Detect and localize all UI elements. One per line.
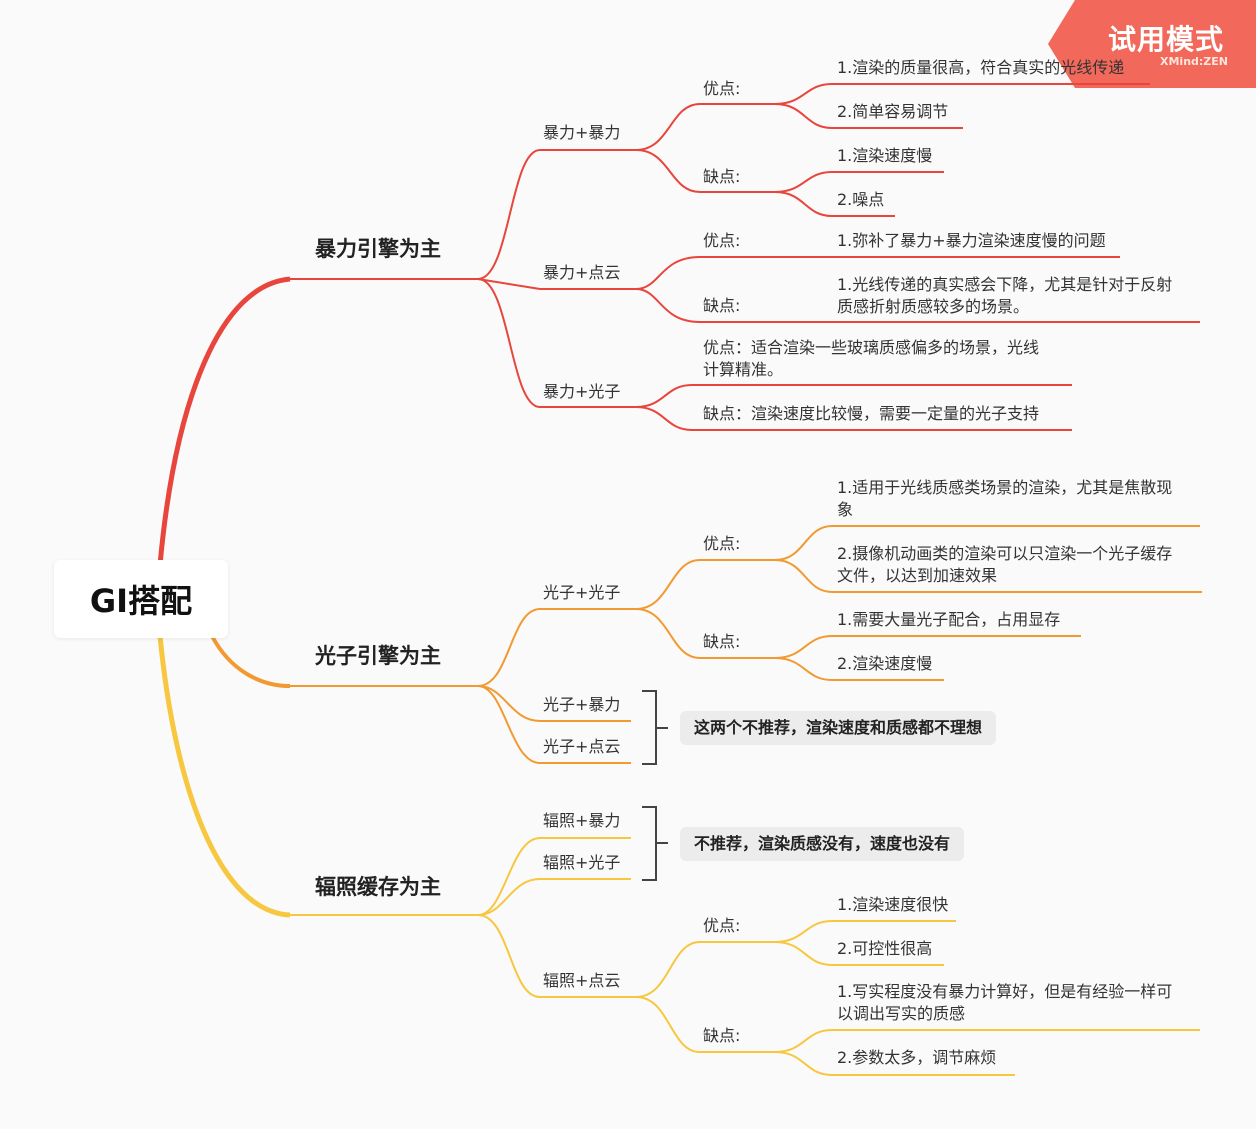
node-bpc-con-1a[interactable]: 1.光线传递的真实感会下降，尤其是针对于反射	[837, 275, 1173, 294]
node-pp-pro-2b[interactable]: 文件，以达到加速效果	[837, 566, 998, 585]
link-root-brute	[157, 276, 291, 566]
summary-photon-not-recommended[interactable]: 这两个不推荐，渲染速度和质感都不理想	[680, 711, 997, 745]
node-bpc-pro-1[interactable]: 1.弥补了暴力+暴力渲染速度慢的问题	[837, 231, 1106, 250]
node-bpc-con-1b[interactable]: 质感折射质感较多的场景。	[837, 297, 1030, 316]
node-pp-pros-label[interactable]: 优点:	[703, 534, 741, 553]
node-bb-con-1[interactable]: 1.渲染速度慢	[837, 146, 933, 165]
node-irr-photon[interactable]: 辐照+光子	[543, 853, 621, 872]
node-bp-pros-a[interactable]: 优点：适合渲染一些玻璃质感偏多的场景，光线	[703, 338, 1040, 357]
node-pp-con-2[interactable]: 2.渲染速度慢	[837, 654, 933, 673]
node-bb-cons-label[interactable]: 缺点:	[703, 167, 741, 186]
node-bb-pro-1[interactable]: 1.渲染的质量很高，符合真实的光线传递	[837, 58, 1125, 77]
node-photon-photon[interactable]: 光子+光子	[543, 583, 621, 602]
branch-photon-engine[interactable]: 光子引擎为主	[315, 644, 441, 668]
node-ipc-con-1a[interactable]: 1.写实程度没有暴力计算好，但是有经验一样可	[837, 982, 1173, 1001]
root-node[interactable]: GI搭配	[54, 560, 228, 638]
summary-bracket-irr	[642, 806, 657, 881]
node-ipc-con-1b[interactable]: 以调出写实的质感	[837, 1004, 966, 1023]
node-ipc-pro-1[interactable]: 1.渲染速度很快	[837, 895, 949, 914]
node-irr-brute[interactable]: 辐照+暴力	[543, 811, 621, 830]
node-brute-pointcloud[interactable]: 暴力+点云	[543, 263, 621, 282]
summary-bracket-photon	[642, 690, 657, 765]
link-root-photon	[210, 635, 291, 688]
node-photon-pointcloud[interactable]: 光子+点云	[543, 737, 621, 756]
node-bpc-pros-label[interactable]: 优点:	[703, 231, 741, 250]
watermark-subtitle: XMind:ZEN	[1160, 55, 1228, 68]
node-bpc-cons-label[interactable]: 缺点:	[703, 296, 741, 315]
node-photon-brute[interactable]: 光子+暴力	[543, 695, 621, 714]
node-brute-photon[interactable]: 暴力+光子	[543, 382, 621, 401]
node-pp-pro-1b[interactable]: 象	[837, 500, 854, 519]
node-ipc-cons-label[interactable]: 缺点:	[703, 1026, 741, 1045]
node-pp-con-1[interactable]: 1.需要大量光子配合，占用显存	[837, 610, 1061, 629]
node-pp-pro-1a[interactable]: 1.适用于光线质感类场景的渲染，尤其是焦散现	[837, 478, 1173, 497]
branch-irradiance-cache[interactable]: 辐照缓存为主	[315, 875, 441, 899]
node-bb-pro-2[interactable]: 2.简单容易调节	[837, 102, 949, 121]
node-irr-pointcloud[interactable]: 辐照+点云	[543, 971, 621, 990]
node-ipc-pro-2[interactable]: 2.可控性很高	[837, 939, 933, 958]
branch-brute-engine[interactable]: 暴力引擎为主	[315, 237, 441, 261]
node-bp-cons[interactable]: 缺点：渲染速度比较慢，需要一定量的光子支持	[703, 404, 1040, 423]
node-pp-cons-label[interactable]: 缺点:	[703, 632, 741, 651]
node-brute-brute[interactable]: 暴力+暴力	[543, 123, 621, 142]
summary-irr-not-recommended[interactable]: 不推荐，渲染质感没有，速度也没有	[680, 827, 965, 861]
node-ipc-con-2[interactable]: 2.参数太多，调节麻烦	[837, 1048, 997, 1067]
node-bb-con-2[interactable]: 2.噪点	[837, 190, 885, 209]
link-root-irr	[157, 635, 291, 918]
watermark-banner	[1048, 0, 1256, 88]
node-pp-pro-2a[interactable]: 2.摄像机动画类的渲染可以只渲染一个光子缓存	[837, 544, 1173, 563]
node-ipc-pros-label[interactable]: 优点:	[703, 916, 741, 935]
node-bp-pros-b[interactable]: 计算精准。	[703, 360, 784, 379]
node-bb-pros-label[interactable]: 优点:	[703, 79, 741, 98]
watermark-title: 试用模式	[1108, 23, 1225, 56]
